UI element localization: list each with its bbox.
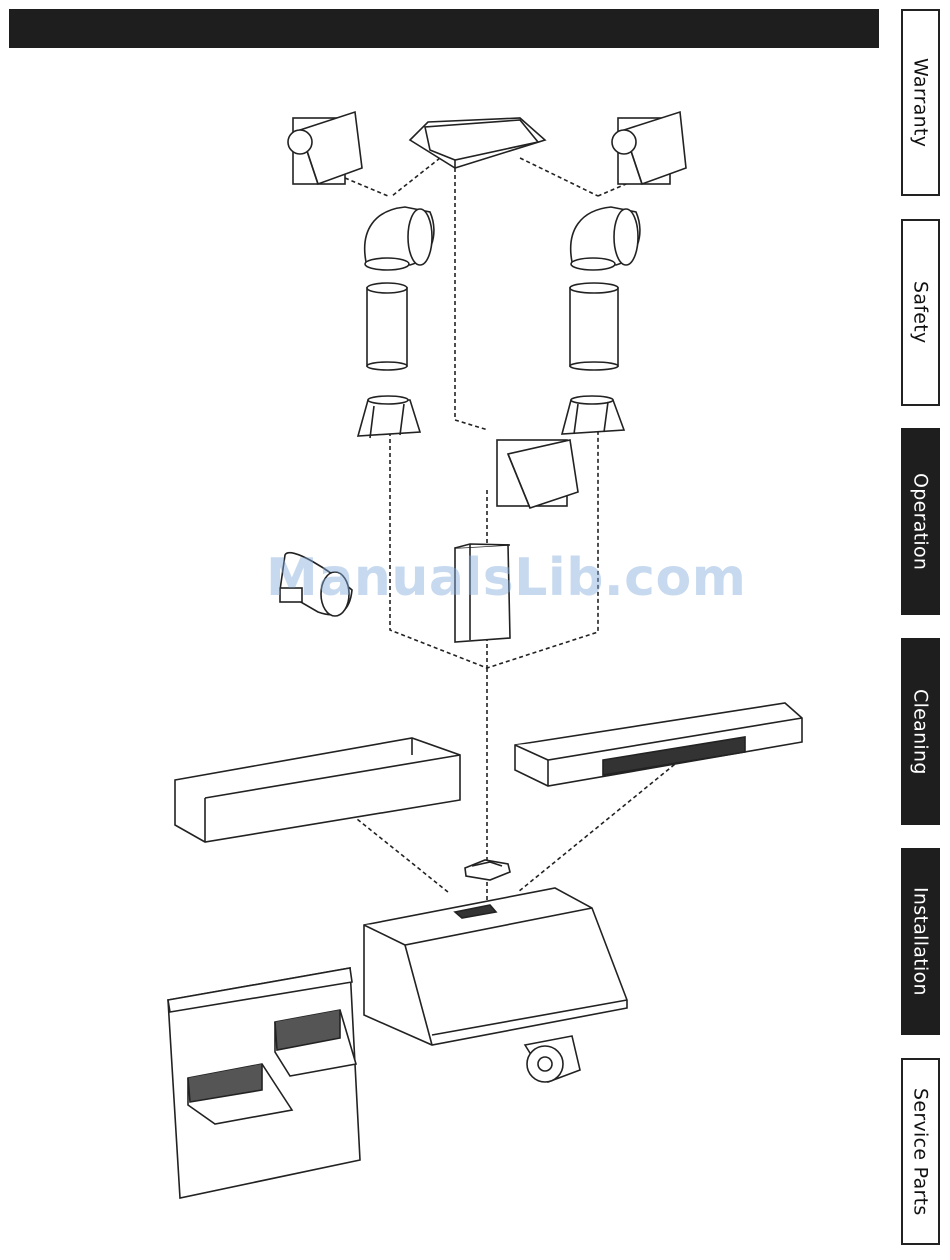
transition-left xyxy=(358,396,420,438)
tab-cleaning[interactable]: Cleaning xyxy=(901,638,940,825)
tab-warranty-label: Warranty xyxy=(910,58,932,147)
range-hood xyxy=(364,888,627,1045)
wall-cap-right xyxy=(612,112,686,184)
tab-service-parts[interactable]: Service Parts xyxy=(901,1058,940,1245)
tab-installation[interactable]: Installation xyxy=(901,848,940,1035)
tab-warranty[interactable]: Warranty xyxy=(901,9,940,196)
blower xyxy=(525,1036,580,1082)
tab-safety-label: Safety xyxy=(910,281,932,344)
tab-operation[interactable]: Operation xyxy=(901,428,940,615)
watermark: ManualsLib.com xyxy=(266,548,746,608)
tab-service-parts-label: Service Parts xyxy=(910,1088,932,1216)
side-panel xyxy=(175,738,460,842)
tab-cleaning-label: Cleaning xyxy=(910,689,932,775)
transition-right xyxy=(562,396,624,434)
duct-pipe-right xyxy=(570,283,618,370)
tab-installation-label: Installation xyxy=(910,887,932,996)
duct-pipe-left xyxy=(367,283,407,370)
elbow-right xyxy=(571,207,640,270)
trim-strip xyxy=(515,703,802,786)
roof-cap xyxy=(410,118,545,168)
wall-cap-left xyxy=(288,112,362,184)
exploded-parts-diagram xyxy=(0,0,880,1260)
tab-operation-label: Operation xyxy=(910,473,932,570)
tab-safety[interactable]: Safety xyxy=(901,219,940,406)
duct-collar xyxy=(465,860,510,880)
wall-cap-center xyxy=(497,440,578,508)
elbow-left xyxy=(365,207,434,270)
